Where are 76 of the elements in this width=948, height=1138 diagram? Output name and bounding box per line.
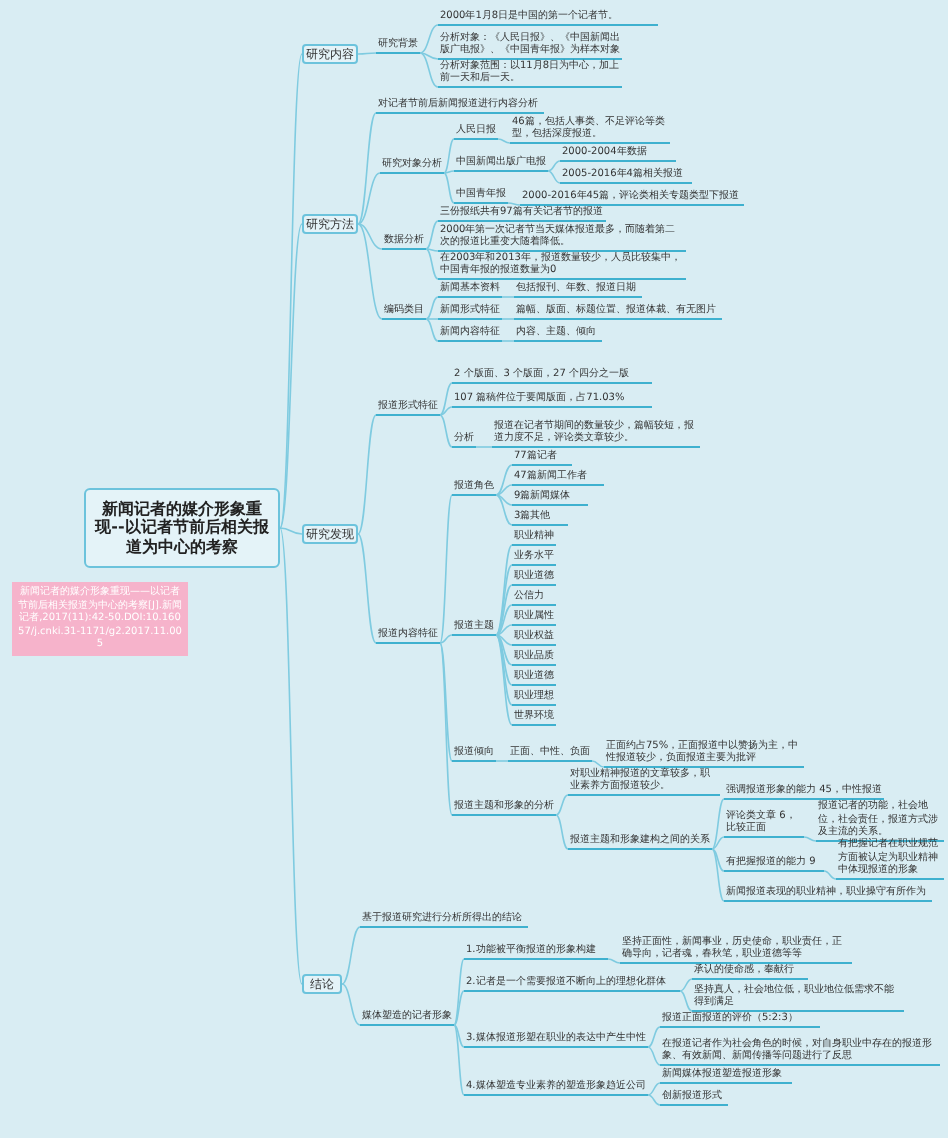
connector-line	[495, 760, 509, 762]
connector-line	[357, 52, 377, 55]
connector-line	[357, 172, 381, 225]
connector-line	[547, 170, 561, 184]
connector-line	[495, 494, 513, 506]
connector-line	[679, 990, 693, 1012]
connector-line	[495, 634, 513, 706]
connector-line	[443, 138, 455, 174]
connector-line	[495, 604, 513, 636]
connector-line	[555, 794, 569, 816]
connector-line	[439, 642, 453, 816]
connector-line	[439, 494, 453, 644]
connector-line	[439, 414, 453, 448]
connector-line	[547, 160, 561, 172]
connector-line	[453, 958, 465, 1026]
connector-line	[453, 1024, 465, 1096]
connector-line	[711, 848, 725, 872]
connector-line	[439, 634, 453, 644]
connector-line	[453, 990, 465, 1026]
connector-line	[507, 202, 521, 206]
connector-line	[495, 564, 513, 636]
connector-line	[495, 544, 513, 636]
connector-line	[357, 533, 377, 644]
connector-line	[341, 926, 361, 985]
connector-line	[647, 1082, 661, 1096]
connector-line	[425, 220, 439, 250]
connector-line	[495, 494, 513, 526]
connector-line	[443, 170, 455, 174]
connector-line	[495, 584, 513, 636]
connector-line	[357, 223, 383, 320]
connector-line	[501, 318, 515, 320]
connector-line	[425, 296, 439, 320]
connector-line	[357, 112, 377, 225]
connector-line	[439, 406, 453, 416]
connector-line	[279, 527, 303, 535]
connector-line	[497, 138, 511, 144]
connector-line	[357, 414, 377, 535]
connector-line	[419, 52, 439, 88]
connector-line	[711, 798, 725, 850]
connector-line	[555, 814, 569, 850]
connector-line	[495, 634, 513, 646]
connector-line	[495, 464, 513, 496]
connector-line	[279, 527, 303, 985]
connector-line	[495, 634, 513, 726]
connector-line	[711, 848, 725, 902]
connector-line	[443, 172, 455, 204]
connector-line	[647, 1094, 661, 1106]
connector-line	[495, 634, 513, 686]
connector-line	[425, 248, 439, 280]
connector-line	[425, 318, 439, 342]
connector-line	[419, 24, 439, 54]
connector-line	[341, 983, 361, 1026]
connector-line	[679, 978, 693, 992]
connector-line	[501, 296, 515, 298]
connector-line	[495, 634, 513, 666]
connector-line	[439, 642, 453, 762]
connector-line	[647, 1046, 661, 1066]
connector-line	[439, 382, 453, 416]
connector-line	[501, 340, 515, 342]
connector-line	[279, 53, 303, 529]
connector-line	[357, 223, 383, 250]
connector-line	[647, 1026, 661, 1048]
connector-line	[425, 248, 439, 252]
connector-line	[279, 223, 303, 529]
connector-line	[711, 836, 725, 850]
connector-line	[607, 958, 621, 964]
central-topic-box: 新闻记者的媒介形象重现--以记者节前后相关报道为中心的考察	[84, 488, 280, 568]
connector-line	[803, 836, 817, 842]
connector-line	[823, 870, 837, 880]
connector-line	[453, 1024, 465, 1048]
connector-line	[495, 484, 513, 496]
connector-line	[475, 446, 493, 448]
connector-line	[591, 760, 605, 768]
connector-line	[419, 52, 439, 60]
connector-line	[425, 318, 439, 320]
connector-line	[495, 624, 513, 636]
